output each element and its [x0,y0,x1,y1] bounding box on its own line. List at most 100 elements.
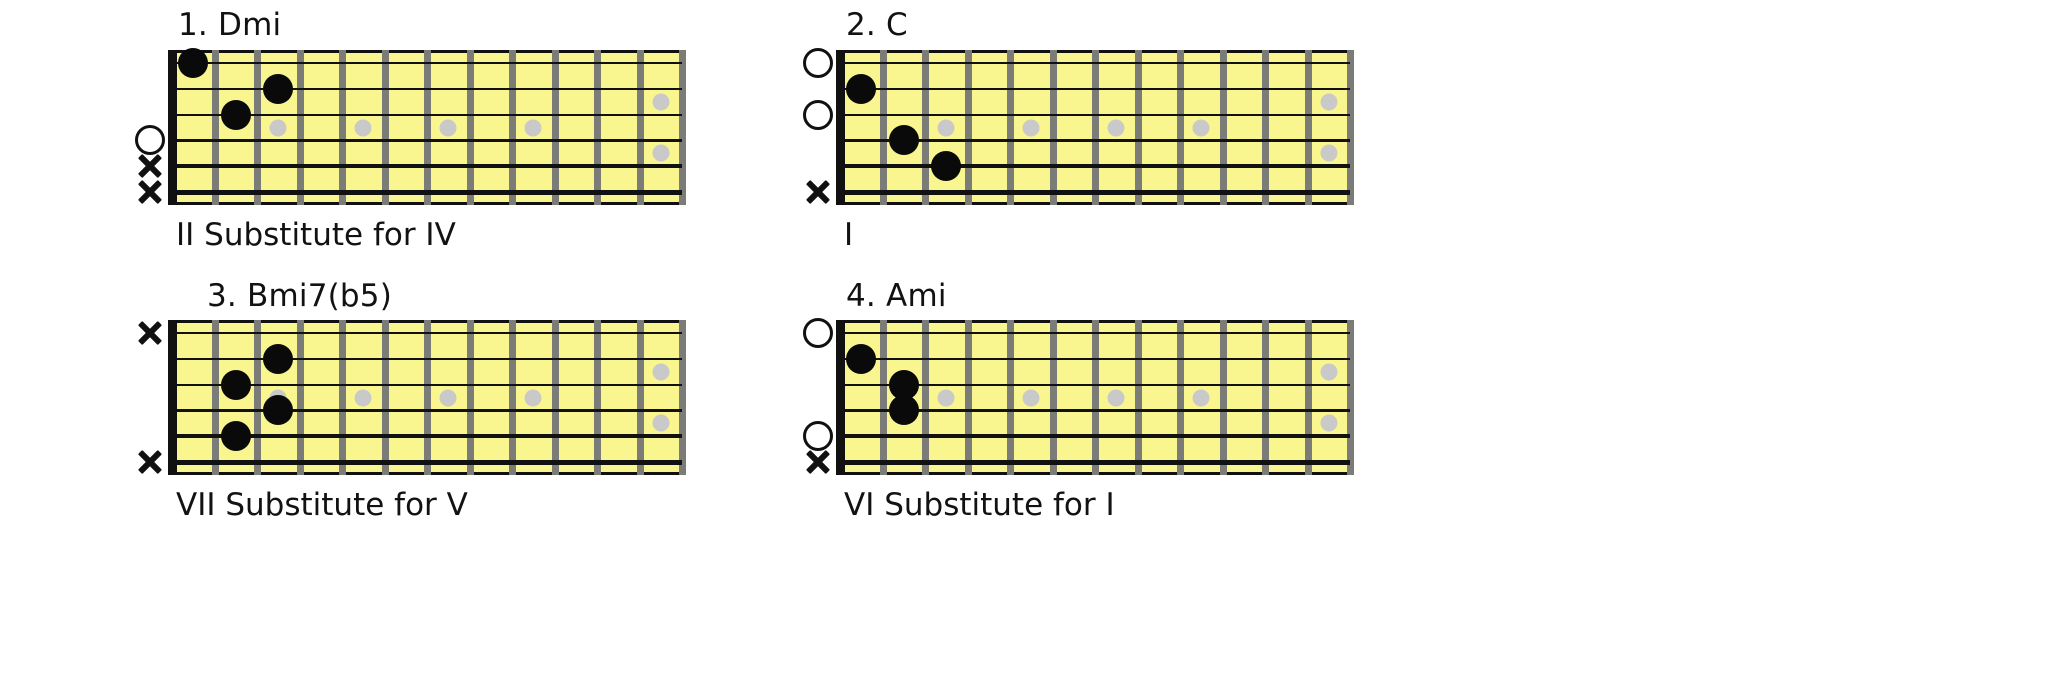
finger-dot-c-2[interactable] [931,151,962,182]
string-2 [840,357,1350,360]
fret-wire-2 [254,50,261,205]
string-2 [172,357,682,360]
fret-inlay-12-1 [652,363,670,381]
fret-wire-10 [594,50,601,205]
finger-dot-c-1[interactable] [888,125,919,156]
chord-title-ami: 4. Ami [846,278,947,314]
fret-inlay-12-2 [652,144,670,162]
fret-inlay-9 [524,119,542,136]
fret-wire-7 [466,320,474,475]
fret-inlay-12-1 [1320,93,1338,111]
fret-wire-5 [1049,50,1057,205]
fret-wire-11 [636,50,644,205]
fret-wire-11 [636,320,644,475]
fret-wire-8 [509,320,516,475]
fret-inlay-9 [1192,389,1210,406]
chord-title-dmi: 1. Dmi [178,7,282,43]
fret-wire-12 [679,50,686,205]
string-1 [172,331,682,334]
finger-dot-ami-1[interactable] [888,369,919,400]
open-string-circle-icon-dmi-4[interactable] [135,125,165,156]
fret-wire-3 [296,50,304,205]
fret-wire-6 [1092,320,1099,475]
fret-wire-12 [1347,320,1354,475]
string-3 [840,383,1350,386]
fret-wire-5 [1049,320,1057,475]
fret-wire-11 [1304,50,1312,205]
string-5 [172,434,682,439]
open-string-circle-icon-c-3[interactable] [803,99,833,130]
fret-inlay-12-1 [652,93,670,111]
fret-wire-2 [922,320,929,475]
finger-dot-bmi7b5-1[interactable] [220,369,251,400]
fret-inlay-5 [354,119,372,136]
fret-wire-1 [211,50,219,205]
fret-inlay-12-2 [1320,414,1338,432]
string-6 [172,459,682,465]
muted-string-x-icon-bmi7b5-1[interactable] [136,319,164,347]
fret-inlay-12-2 [652,414,670,432]
fret-wire-7 [1134,50,1142,205]
string-2 [840,87,1350,90]
fret-wire-8 [1177,320,1184,475]
finger-dot-bmi7b5-0[interactable] [263,343,294,374]
finger-dot-ami-0[interactable] [846,343,877,374]
muted-string-x-icon-dmi-6[interactable] [136,178,164,206]
fretboard-ami [836,320,1354,475]
fret-wire-7 [466,50,474,205]
string-3 [840,113,1350,116]
string-4 [172,138,682,142]
fret-wire-4 [339,320,346,475]
fret-wire-12 [679,320,686,475]
fret-wire-10 [1262,320,1269,475]
fret-inlay-7 [1107,389,1125,406]
finger-dot-dmi-0[interactable] [178,47,209,78]
fret-inlay-3 [937,119,955,136]
nut-bmi7b5 [168,320,177,475]
fret-inlay-3 [937,389,955,406]
fret-wire-6 [424,50,431,205]
fret-wire-12 [1347,50,1354,205]
finger-dot-dmi-1[interactable] [263,73,294,104]
fret-inlay-9 [1192,119,1210,136]
fret-wire-4 [339,50,346,205]
muted-string-x-icon-ami-6[interactable] [804,448,832,476]
muted-string-x-icon-c-6[interactable] [804,178,832,206]
fretboard-dmi [168,47,686,205]
fret-inlay-5 [1022,119,1040,136]
finger-dot-bmi7b5-3[interactable] [220,421,251,452]
string-6 [840,189,1350,195]
fret-wire-1 [879,50,887,205]
string-5 [840,434,1350,439]
finger-dot-ami-2[interactable] [888,395,919,426]
finger-dot-bmi7b5-2[interactable] [263,395,294,426]
open-string-circle-icon-c-1[interactable] [803,47,833,78]
chord-caption-dmi: II Substitute for IV [176,217,456,253]
muted-string-x-icon-dmi-5[interactable] [136,152,164,180]
nut-c [836,50,845,205]
fret-wire-1 [879,320,887,475]
chord-caption-c: I [844,217,854,253]
fret-wire-10 [1262,50,1269,205]
fret-wire-3 [964,50,972,205]
nut-dmi [168,50,177,205]
open-string-circle-icon-ami-1[interactable] [803,317,833,348]
fret-inlay-9 [524,389,542,406]
open-string-circle-icon-ami-5[interactable] [803,421,833,452]
muted-string-x-icon-bmi7b5-6[interactable] [136,448,164,476]
string-5 [172,164,682,169]
fret-wire-9 [551,320,559,475]
fret-wire-9 [1219,320,1227,475]
fret-wire-7 [1134,320,1142,475]
fret-wire-6 [1092,50,1099,205]
fret-wire-11 [1304,320,1312,475]
fret-inlay-5 [1022,389,1040,406]
fret-wire-4 [1007,50,1014,205]
string-1 [840,61,1350,64]
finger-dot-c-0[interactable] [846,73,877,104]
chord-title-bmi7b5: 3. Bmi7(b5) [207,278,393,314]
fret-wire-3 [296,320,304,475]
finger-dot-dmi-2[interactable] [220,99,251,130]
fret-wire-9 [551,50,559,205]
chord-caption-ami: VI Substitute for I [844,487,1115,523]
